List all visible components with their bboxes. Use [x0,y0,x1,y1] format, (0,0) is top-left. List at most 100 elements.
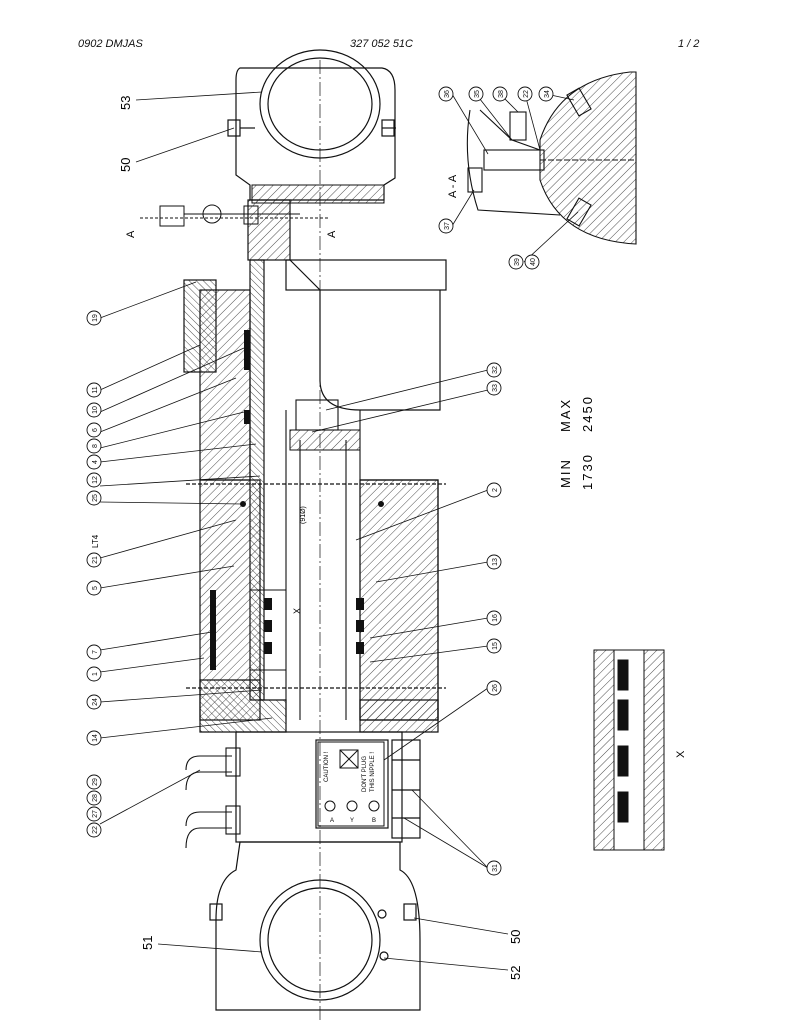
balloon-14 [86,730,102,746]
balloon-2 [486,482,502,498]
svg-text:7: 7 [92,650,99,654]
bottom-eye [209,841,421,1011]
stroke-max-label: MAX [558,398,573,432]
balloon-8 [86,438,102,454]
svg-text:27: 27 [92,810,99,818]
elbow-fittings [185,747,241,849]
balloon-22 [86,822,102,838]
label-53: 53 [118,96,133,110]
svg-text:40: 40 [530,258,537,266]
balloon-36 [438,86,454,102]
svg-text:10: 10 [92,406,99,414]
balloon-11 [86,382,102,398]
section-a-a-label: A - A [447,174,459,198]
balloon-6 [86,422,102,438]
balloon-27 [86,806,102,822]
balloon-29 [86,774,102,790]
balloon-21 [86,552,102,568]
balloon-26 [486,680,502,696]
balloon-32 [486,362,502,378]
svg-text:32: 32 [492,366,499,374]
svg-text:31: 31 [492,864,499,872]
svg-text:39: 39 [514,258,521,266]
piston-block [289,429,361,451]
svg-text:1: 1 [92,672,99,676]
detail-x-label: X [292,608,302,614]
top-eye-hatch [251,184,385,204]
label-50-top: 50 [118,158,133,172]
balloon-19 [86,310,102,326]
balloon-13 [486,554,502,570]
balloons [86,86,554,876]
svg-text:22: 22 [523,90,530,98]
svg-text:38: 38 [498,90,505,98]
balloon-15 [486,638,502,654]
plate-port-b: B [372,818,376,824]
balloon-37 [438,218,454,234]
svg-text:25: 25 [92,494,99,502]
balloon-34 [538,86,554,102]
check-valve [140,204,330,227]
balloon-24 [86,694,102,710]
balloon-12 [86,472,102,488]
label-50-bottom: 50 [508,930,523,944]
svg-text:33: 33 [492,384,499,392]
svg-text:13: 13 [492,558,499,566]
balloon-40 [524,254,540,270]
svg-text:6: 6 [92,428,99,432]
top-eye [227,49,396,201]
svg-text:28: 28 [92,794,99,802]
leader-lines [99,91,579,971]
svg-text:15: 15 [492,642,499,650]
svg-text:5: 5 [92,586,99,590]
balloon-39 [508,254,524,270]
label-52: 52 [508,966,523,980]
balloon-7 [86,644,102,660]
svg-text:11: 11 [92,386,99,393]
svg-text:19: 19 [92,314,99,322]
stroke-min-label: MIN [558,458,573,488]
header-right: 1 / 2 [678,38,700,50]
balloon-10 [86,402,102,418]
balloon-1 [86,666,102,682]
header-center: 327 052 51C [350,38,413,50]
barrel-bottom [199,679,439,843]
plate-line1: DON'T PLUG [362,756,368,792]
svg-text:4: 4 [92,460,99,464]
stroke-max-value: 2450 [580,395,595,432]
piston-rod [285,60,361,1020]
svg-text:14: 14 [92,734,99,742]
balloon-5 [86,580,102,596]
balloon-31 [486,860,502,876]
svg-text:34: 34 [544,90,551,98]
plate-port-a: A [330,818,334,824]
svg-text:12: 12 [92,476,99,484]
dim-91: (91Ø) [300,506,307,524]
header-left: 0902 DMJAS [78,38,143,50]
svg-text:22: 22 [92,826,99,834]
svg-text:24: 24 [92,698,99,706]
svg-text:35: 35 [474,90,481,98]
svg-text:26: 26 [492,684,499,692]
balloon-38 [492,86,508,102]
section-mark-left: A [125,230,137,238]
plate-caution: CAUTION ! [324,751,330,782]
svg-text:37: 37 [444,222,451,230]
plate-port-y: Y [350,818,354,824]
warning-plate [317,741,385,827]
balloon-22b [517,86,533,102]
balloon-33 [486,380,502,396]
detail-x [593,649,665,851]
section-mark-right: A [326,230,338,238]
seal-pack [210,330,384,670]
balloon-28 [86,790,102,806]
detail-x-title: X [675,750,687,758]
svg-text:21: 21 [92,556,99,564]
lt4-label: LT4 [91,534,100,548]
balloon-25 [86,490,102,506]
svg-text:16: 16 [492,614,499,622]
plate-line2: THIS NIPPLE ! [370,752,376,792]
stroke-min-value: 1730 [580,453,595,490]
svg-text:2: 2 [492,488,499,492]
